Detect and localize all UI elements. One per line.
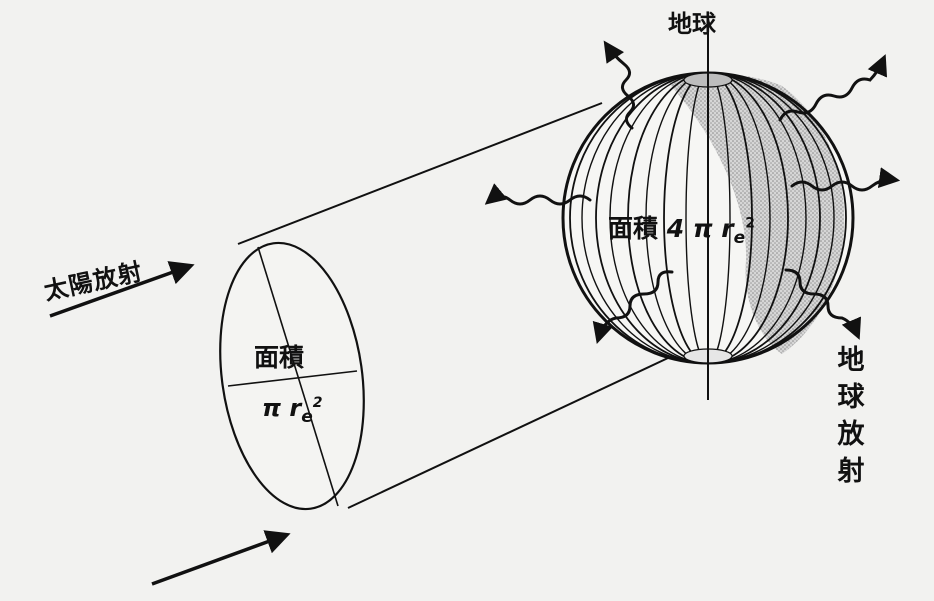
wavy-arrow-bottom-left (592, 270, 674, 345)
wavy-arrow-left (484, 183, 592, 206)
disk-area-word: 面積 (254, 343, 305, 372)
disk-area-formula: π re2 (262, 394, 322, 427)
sunlight-cylinder (237, 102, 669, 509)
cross-section-disk (219, 241, 365, 511)
sphere-area-exponent: 2 (745, 215, 755, 232)
sphere-area-label: 面積 4 π re2 (608, 209, 755, 248)
wavy-arrow-right (790, 167, 901, 192)
disk-area-formula-text: π r (262, 394, 302, 422)
terrestrial-radiation-arrows (484, 40, 901, 345)
sphere-area-word: 面積 (608, 214, 659, 243)
wavy-arrow-bottom-right (784, 268, 862, 340)
sphere-area-formula: 4 π r (666, 214, 734, 243)
earth-label: 地球 (668, 10, 716, 38)
earth-radiation-label: 地球放射 (837, 345, 865, 487)
solar-arrow-upper (49, 261, 195, 318)
disk-area-exponent: 2 (312, 395, 323, 411)
solar-radiation-arrows (49, 261, 291, 586)
wavy-arrow-top-right (778, 54, 888, 122)
wavy-arrow-top-left (603, 40, 635, 130)
sphere-area-subscript: e (733, 228, 746, 248)
disk-area-subscript: e (301, 406, 313, 427)
solar-arrow-lower (151, 530, 291, 586)
